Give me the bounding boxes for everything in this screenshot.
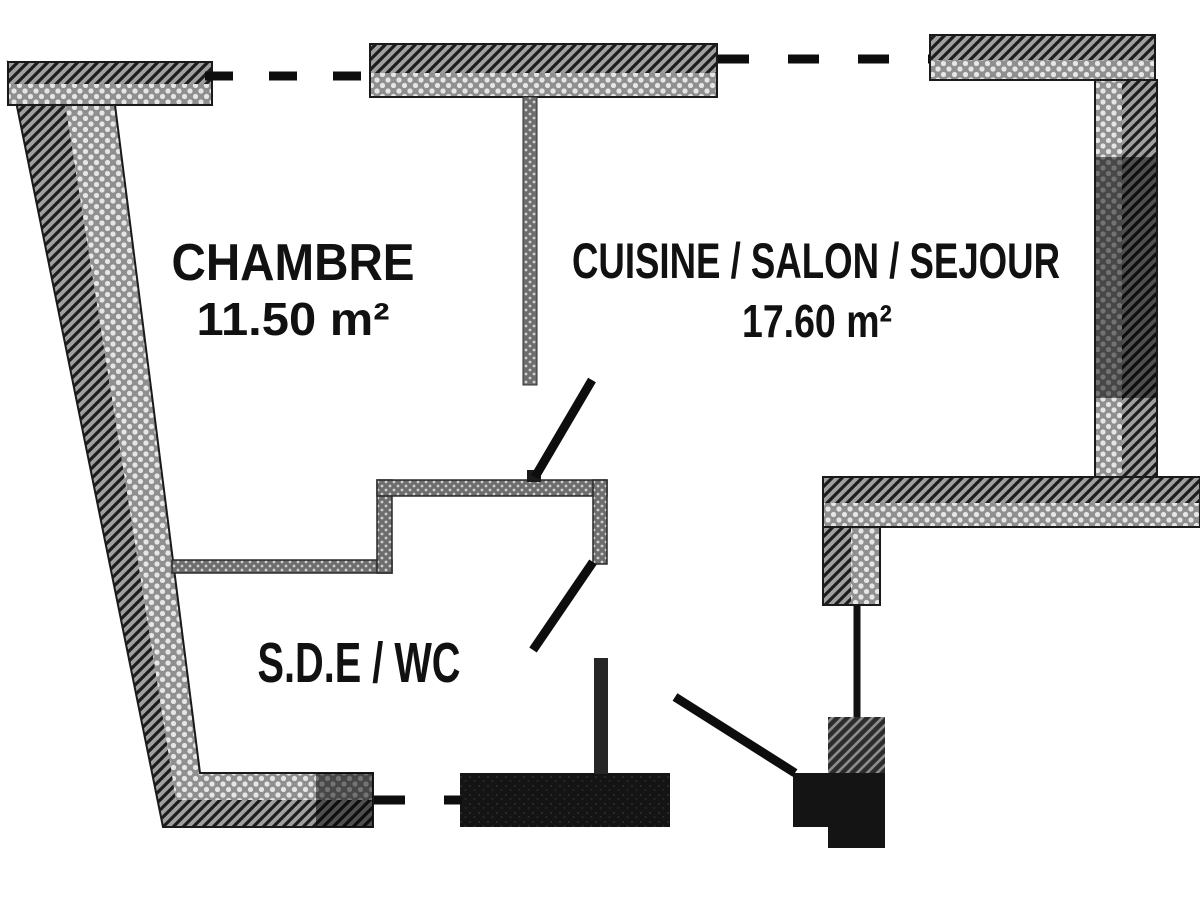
wall-top-right-hatch-band (930, 35, 1155, 60)
wall-top-right-dot-band (930, 60, 1155, 80)
wall-top-left-outline (7, 61, 213, 106)
pillar-hatched-top (828, 717, 885, 773)
wall-top-middle (369, 43, 718, 386)
wall-cuisine-bottom-hatch-band (823, 477, 1200, 503)
partition-sde-wc (171, 470, 608, 574)
partition-sde-left-horizontal (171, 559, 393, 574)
block-bottom-middle (460, 658, 670, 827)
door-swings (529, 377, 798, 777)
door-swing-hall (531, 377, 596, 480)
label-sde-wc-name: S.D.E / WC (258, 631, 461, 695)
wall-left-hatch-band (8, 62, 373, 827)
wall-stub-dot-band (851, 527, 880, 605)
pillar-solid-main (793, 773, 885, 827)
partition-bar-above-block (594, 658, 608, 774)
partition-sde-top-horizontal (376, 479, 608, 497)
wall-top-left (7, 61, 213, 106)
label-chambre-name: CHAMBRE (172, 234, 415, 292)
wall-cuisine-bottom-dot-band (823, 503, 1200, 527)
wall-cuisine-bottom-outline (822, 476, 1200, 528)
partition-chambre-cuisine (522, 96, 538, 386)
wall-bottom-left-dark-end (316, 773, 373, 827)
pillar-solid-foot (828, 827, 885, 848)
label-cuisine-name: CUISINE / SALON / SEJOUR (572, 233, 1060, 289)
block-bottom-middle-body (460, 773, 670, 827)
partition-sde-right-vertical (592, 479, 608, 565)
wall-stub-hatch-band (823, 527, 851, 605)
label-cuisine-area: 17.60 m² (742, 295, 892, 347)
wall-left-dot-band (62, 84, 373, 800)
dashed-openings (205, 54, 930, 805)
wall-top-right (929, 34, 1156, 81)
label-chambre-area: 11.50 m² (197, 293, 390, 345)
wall-top-middle-dot-band (370, 73, 717, 97)
wall-cuisine-bottom (822, 476, 1200, 528)
pillar-bottom-right (793, 717, 885, 848)
door-swing-sde-wc (529, 559, 597, 653)
wall-right-dark-section (1095, 157, 1157, 398)
wall-top-middle-outline (369, 43, 718, 98)
wall-top-middle-hatch-band (370, 44, 717, 73)
wall-top-left-hatch-band (8, 62, 212, 84)
wall-top-left-dot-band (8, 84, 212, 105)
door-swing-entry (672, 693, 798, 777)
wall-right-vertical (1094, 79, 1158, 478)
wall-stub-outline (822, 526, 881, 606)
wall-stub-below-cuisine (822, 526, 881, 606)
